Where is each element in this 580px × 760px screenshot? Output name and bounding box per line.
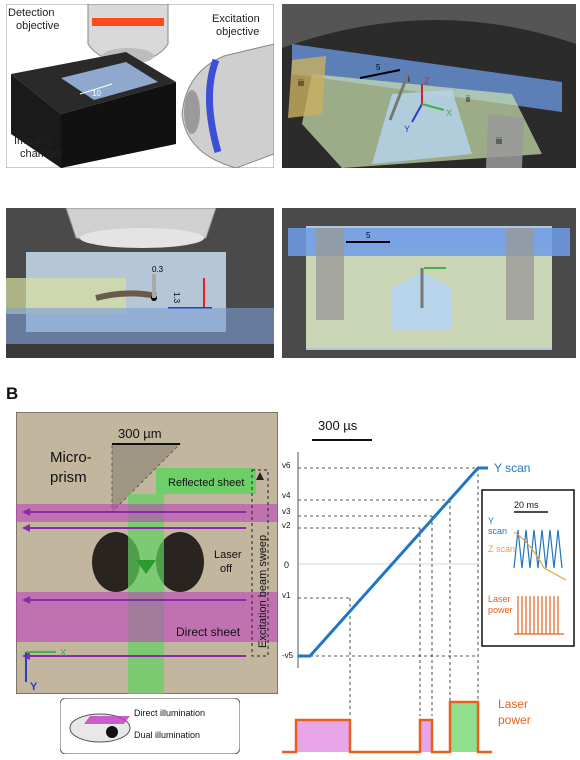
region-iii-left-label: iii xyxy=(298,78,304,88)
illumination-schematic: Direct illumination Dual illumination xyxy=(60,698,240,754)
y-scan-line xyxy=(298,466,488,658)
laser-off-l2: off xyxy=(220,563,233,575)
sweep-label: Excitation beam sweep xyxy=(257,535,269,648)
iy-l2: scan xyxy=(488,526,507,536)
panel-b-micrograph: 300 µm Micro-prism Reflected sheet Laser… xyxy=(16,412,278,694)
inset-scale-label: 20 ms xyxy=(514,500,539,510)
region-i-label: i xyxy=(408,75,410,84)
v6-label: v6 xyxy=(282,461,291,470)
exc-l2: objective xyxy=(216,26,259,38)
laser-off-label: Laser off xyxy=(214,549,242,575)
scale-us-label: 300 µs xyxy=(318,418,358,433)
dim-small-label: 0.3 xyxy=(152,265,164,274)
a1-scale-label: 10 xyxy=(92,89,101,98)
laser-power-line xyxy=(282,700,492,754)
panel-b-letter: B xyxy=(6,384,19,403)
a2-axis-y: Y xyxy=(404,124,410,134)
panel-a4-front-view: 5 xyxy=(282,208,576,358)
v2-label: v2 xyxy=(282,521,291,530)
il-l1: Laser xyxy=(488,594,511,604)
region-iii-right-label: iii xyxy=(496,136,502,146)
inset-z-scan-curve xyxy=(513,531,567,581)
exc-l1: Excitation xyxy=(212,13,260,25)
a4-scale-label: 5 xyxy=(366,231,371,240)
y-scan-label: Y scan xyxy=(494,461,530,475)
a2-scale-label: 5 xyxy=(376,63,381,72)
ch-l1: Imaging xyxy=(14,135,53,147)
region-ii-label: ii xyxy=(466,94,470,104)
direct-illumination-label: Direct illumination xyxy=(134,708,205,718)
zero-label: 0 xyxy=(284,560,289,570)
iy-l1: Y xyxy=(488,516,494,526)
lp-l1: Laser xyxy=(498,697,528,711)
prism-l2: prism xyxy=(50,469,87,486)
v1-label: v1 xyxy=(282,591,291,600)
inset-y-scan-wave xyxy=(513,529,563,569)
scan-timing-plot: 300 µs v6 v4 v3 v2 0 v1 -v5 Y scan Laser… xyxy=(282,418,575,754)
b-axis-x: X xyxy=(60,648,67,659)
inset-z-scan-label: Z scan xyxy=(488,544,515,554)
det-l2: objective xyxy=(16,20,59,32)
il-l2: power xyxy=(488,605,513,615)
b-axis-y: Y xyxy=(30,681,38,693)
micro-prism-label: Micro-prism xyxy=(50,449,92,486)
lp-l2: power xyxy=(498,713,531,727)
ch-l2: chamber xyxy=(20,148,63,160)
panel-a3-side-view: 0.3 1.3 xyxy=(6,208,274,358)
a2-axis-x: X xyxy=(446,108,452,118)
laser-off-l1: Laser xyxy=(214,549,242,561)
v5-label: -v5 xyxy=(282,651,294,660)
direct-sheet-label: Direct sheet xyxy=(176,625,241,639)
inset-laser-pulses xyxy=(514,596,564,635)
prism-l1: Micro- xyxy=(50,449,92,466)
panel-a2-chamber-top: 5 i ii iii iii Z Y X xyxy=(282,4,576,168)
v4-label: v4 xyxy=(282,491,291,500)
a2-axis-z: Z xyxy=(424,76,430,86)
det-l1: Detection xyxy=(8,7,54,19)
laser-power-label: Laser power xyxy=(498,697,531,727)
reflected-sheet-label: Reflected sheet xyxy=(168,477,244,489)
iz-l1: Z scan xyxy=(488,544,515,554)
v3-label: v3 xyxy=(282,507,291,516)
dim-large-label: 1.3 xyxy=(172,292,181,304)
scale-um-label: 300 µm xyxy=(118,426,162,441)
v-tick-labels: v6 v4 v3 v2 0 v1 -v5 xyxy=(282,461,294,660)
dual-illumination-label: Dual illumination xyxy=(134,730,200,740)
